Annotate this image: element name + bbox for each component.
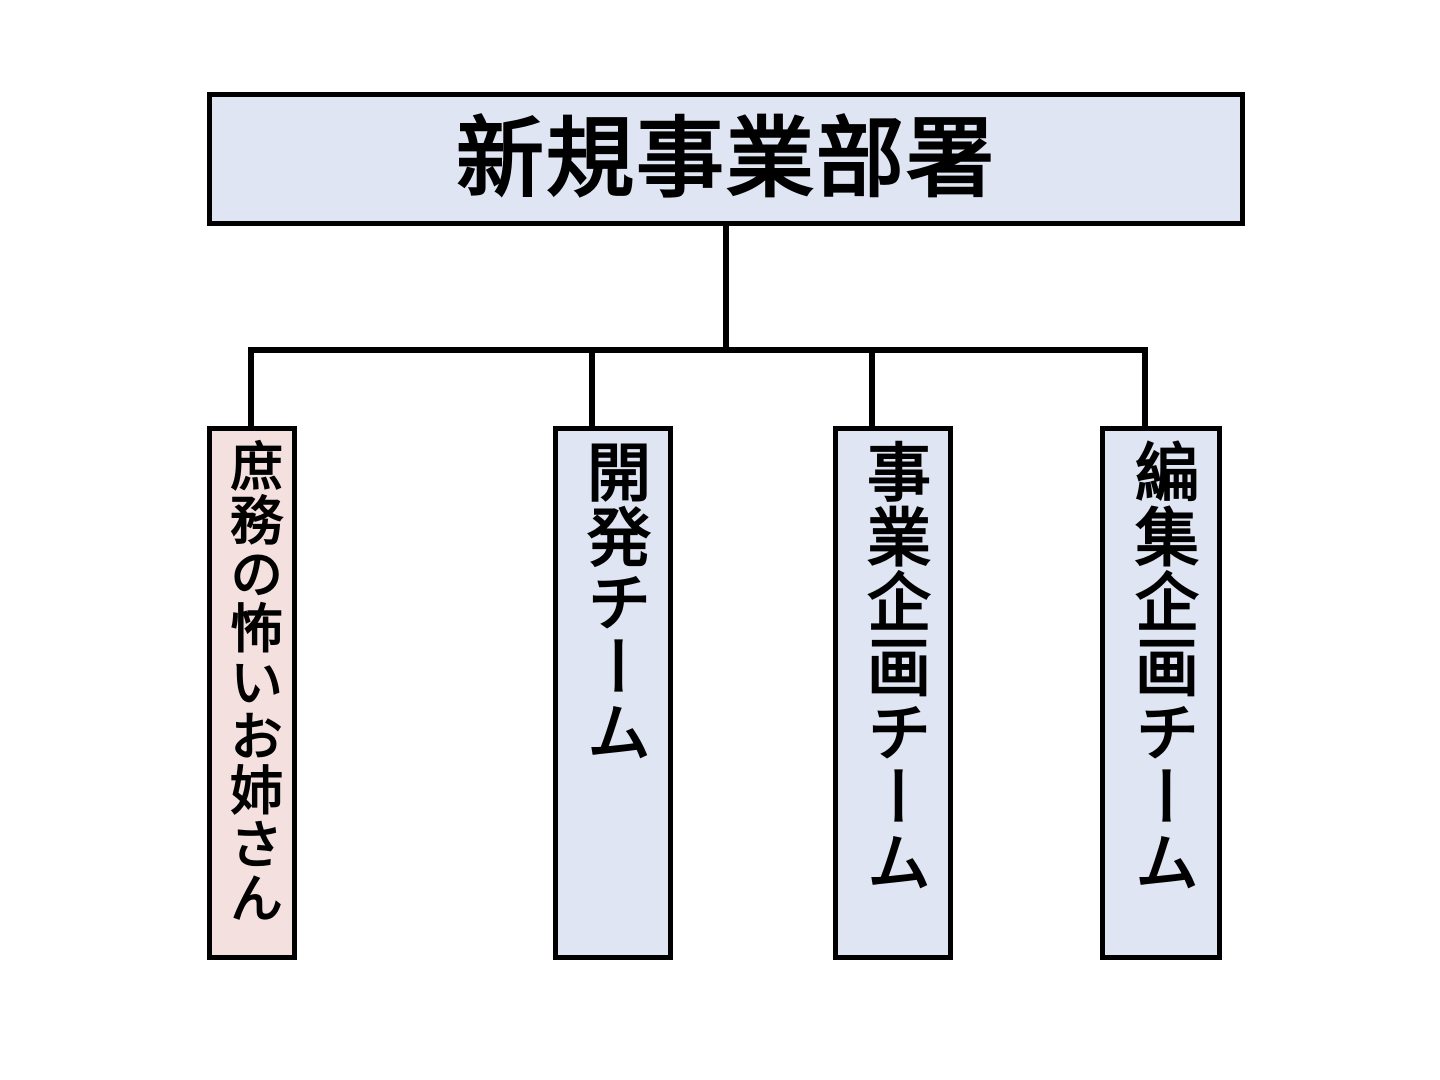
org-node-root[interactable]: 新規事業部署 [207,92,1245,226]
org-node-child-2-label: 事業企画チーム [856,439,930,894]
org-node-child-1-label: 開発チーム [576,439,650,764]
org-node-child-0-label: 庶務の怖いお姉さん [221,439,283,925]
connector-root-stem [723,224,729,352]
org-node-child-3[interactable]: 編集企画チーム [1100,426,1222,960]
org-node-child-1[interactable]: 開発チーム [553,426,673,960]
connector-drop-child-0 [248,347,254,429]
org-node-root-label: 新規事業部署 [455,107,996,210]
connector-drop-child-1 [589,347,595,429]
connector-drop-child-3 [1142,347,1148,429]
org-node-child-2[interactable]: 事業企画チーム [833,426,953,960]
org-node-child-0[interactable]: 庶務の怖いお姉さん [207,426,297,960]
connector-horizontal-bus [248,347,1148,353]
org-node-child-3-label: 編集企画チーム [1124,439,1198,894]
connector-drop-child-2 [869,347,875,429]
